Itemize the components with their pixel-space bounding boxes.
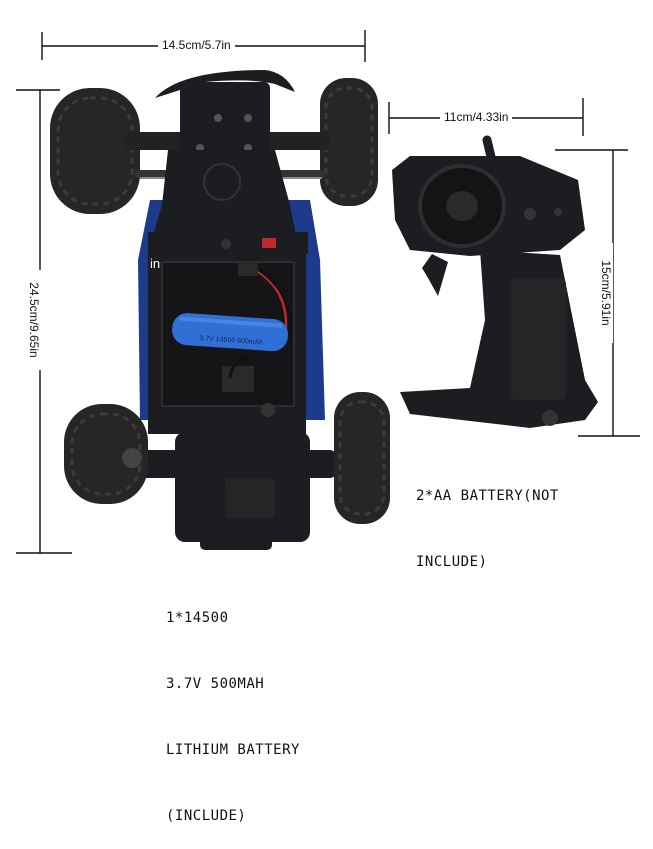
remote-width-label: 11cm/4.33in bbox=[440, 110, 513, 124]
remote-height-label: 15cm/5.91in bbox=[599, 243, 613, 343]
product-photo: 3.7V 14500 500mAh bbox=[16, 30, 640, 554]
rear-right-wheel bbox=[334, 392, 390, 524]
front-left-wheel bbox=[50, 88, 140, 214]
car-width-label: 14.5cm/5.7in bbox=[158, 38, 235, 52]
car-battery-line-2: 3.7V 500MAH bbox=[166, 676, 265, 692]
aa-battery-holder bbox=[510, 278, 566, 400]
remote-height-dimension-line bbox=[555, 149, 640, 437]
battery-cell-label: 3.7V 14500 500mAh bbox=[199, 335, 263, 346]
lithium-battery-cell: 3.7V 14500 500mAh bbox=[172, 313, 288, 352]
car-battery-note: 1*14500 3.7V 500MAH LITHIUM BATTERY (INC… bbox=[166, 563, 300, 849]
car-battery-line-4: (INCLUDE) bbox=[166, 808, 247, 824]
remote-battery-note: 2*AA BATTERY(NOT INCLUDE) bbox=[416, 441, 559, 595]
car-battery-line-1: 1*14500 bbox=[166, 610, 229, 626]
remote-battery-line-2: INCLUDE) bbox=[416, 554, 488, 570]
car-battery-line-3: LITHIUM BATTERY bbox=[166, 742, 300, 758]
remote-battery-line-1: 2*AA BATTERY(NOT bbox=[416, 488, 559, 504]
power-switch bbox=[262, 238, 276, 248]
car-marker-text: in bbox=[150, 256, 161, 271]
remote-controller bbox=[392, 135, 598, 428]
front-right-wheel bbox=[320, 78, 378, 206]
rear-left-wheel bbox=[64, 404, 148, 504]
rc-car: 3.7V 14500 500mAh bbox=[50, 70, 390, 550]
car-length-label: 24.5cm/9.65in bbox=[27, 270, 41, 370]
